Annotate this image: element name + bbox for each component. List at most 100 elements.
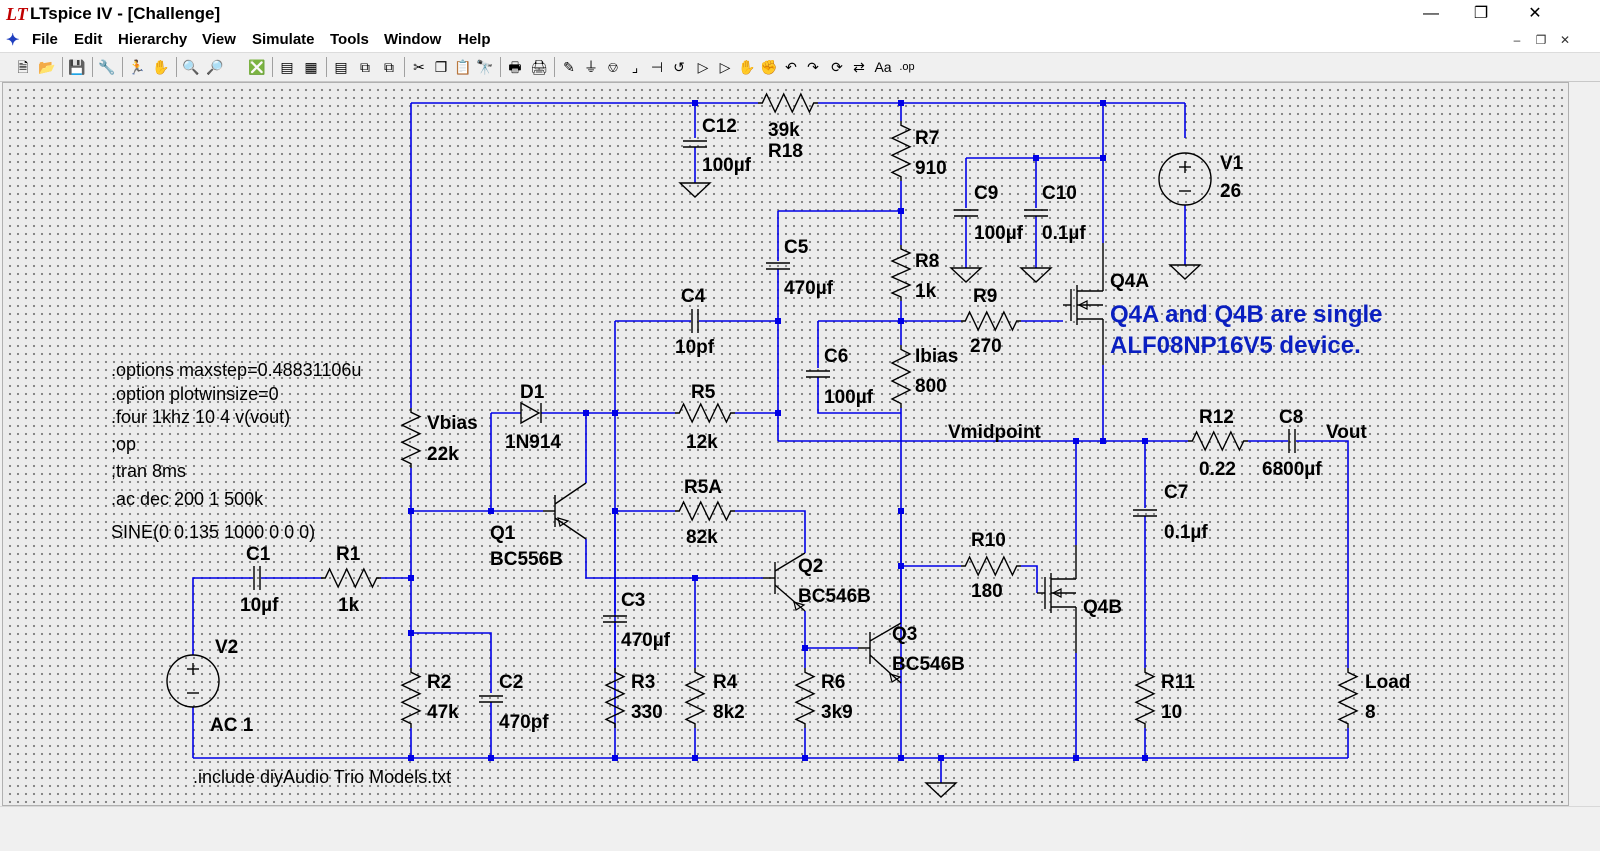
resistor-r18 <box>758 92 818 114</box>
window-title: LTspice IV - [Challenge] <box>30 4 221 23</box>
menu-help[interactable]: Help <box>458 31 491 48</box>
copy-icon[interactable]: ❐ <box>434 59 448 75</box>
print-icon[interactable]: 🖨 <box>530 59 548 75</box>
open-icon[interactable]: 📂 <box>38 59 56 75</box>
undo-icon[interactable]: ↶ <box>785 59 797 75</box>
menu-hierarchy[interactable]: Hierarchy <box>118 31 188 48</box>
menu-edit[interactable]: Edit <box>74 31 103 48</box>
menu-tools[interactable]: Tools <box>330 31 369 48</box>
capacitor-icon[interactable]: ⊣ <box>650 59 664 75</box>
transistor-q3 <box>858 622 902 684</box>
wire-icon[interactable]: ✎ <box>563 59 575 75</box>
toolbar: 🗎 📂 💾 🔧 🏃 ✋ 🔍 🔎 ❎ ▤ ▦ ▤ ⧉ ⧉ ✂ ❐ 📋 🔭 🖶 🖨 … <box>0 53 1600 82</box>
zoom-in-icon[interactable]: 🔍 <box>182 59 200 75</box>
mdi-minimize-button[interactable]: – <box>1513 33 1521 47</box>
spice-directive-icon[interactable]: .op <box>899 61 915 73</box>
mdi-restore-button[interactable]: ❐ <box>1535 33 1547 47</box>
tile-icon[interactable]: ▤ <box>334 59 348 75</box>
q3-value: BC546B <box>892 654 965 675</box>
text-icon[interactable]: Aa <box>874 59 892 75</box>
voltage-source-v2 <box>166 654 220 708</box>
c1-ref: C1 <box>246 544 271 565</box>
note-line-2[interactable]: ALF08NP16V5 device. <box>1110 332 1361 359</box>
menu-simulate[interactable]: Simulate <box>252 31 315 48</box>
component-icon[interactable]: ▷ <box>719 59 731 75</box>
print-setup-icon[interactable]: 🖶 <box>508 59 522 75</box>
run-icon[interactable]: 🏃 <box>128 59 146 75</box>
directive-options-maxstep[interactable]: .options maxstep=0.48831106u <box>111 360 361 380</box>
drag-icon[interactable]: ✊ <box>760 59 778 75</box>
resistor-r4 <box>684 668 706 728</box>
paste-icon[interactable]: 📋 <box>454 59 472 75</box>
minimize-button[interactable]: — <box>1423 5 1439 22</box>
schematic[interactable]: .options maxstep=0.48831106u .option plo… <box>3 83 1568 805</box>
q2-value: BC546B <box>798 586 871 607</box>
vertical-scrollbar[interactable] <box>1569 82 1598 804</box>
new-schematic-icon[interactable]: 🗎 <box>17 59 29 75</box>
save-icon[interactable]: 💾 <box>68 59 86 75</box>
wire <box>1296 440 1349 668</box>
menu-view[interactable]: View <box>202 31 236 48</box>
mosfet-q4a <box>1063 243 1104 365</box>
view-icon[interactable]: ▦ <box>304 59 318 75</box>
document-icon[interactable]: ✦ <box>6 32 20 49</box>
resistor-load <box>1337 668 1359 728</box>
halt-icon[interactable]: ✋ <box>152 59 170 75</box>
menu-window[interactable]: Window <box>384 31 442 48</box>
label-icon[interactable]: ⎊ <box>607 59 619 75</box>
r12-ref: R12 <box>1199 407 1234 428</box>
r11-value: 10 <box>1161 702 1182 723</box>
c12-ref: C12 <box>702 116 737 137</box>
directive-four[interactable]: .four 1khz 10 4 v(vout) <box>111 407 290 427</box>
close-button[interactable]: ✕ <box>1528 5 1542 22</box>
d1-value: 1N914 <box>505 432 561 453</box>
diode-icon[interactable]: ▷ <box>697 59 709 75</box>
resistor-r8 <box>890 245 912 301</box>
r4-ref: R4 <box>713 672 738 693</box>
autorange-icon[interactable]: ▤ <box>280 59 294 75</box>
directive-tran[interactable]: ;tran 8ms <box>111 461 186 481</box>
r5-ref: R5 <box>691 382 716 403</box>
directive-option-plotwinsize[interactable]: .option plotwinsize=0 <box>111 384 279 404</box>
note-line-1[interactable]: Q4A and Q4B are single <box>1110 301 1383 328</box>
ground-icon[interactable]: ⏚ <box>584 59 598 75</box>
c4-value: 10pf <box>675 337 715 358</box>
rotate-icon[interactable]: ⟳ <box>831 59 843 75</box>
v2-sine-value[interactable]: SINE(0 0.135 1000 0 0 0) <box>111 522 315 542</box>
schematic-canvas[interactable]: .options maxstep=0.48831106u .option plo… <box>2 82 1569 806</box>
window-icon[interactable]: ⧉ <box>384 59 394 75</box>
net-label-vout[interactable]: Vout <box>1326 422 1367 443</box>
zoom-out-icon[interactable]: 🔎 <box>206 59 224 75</box>
directive-ac[interactable]: .ac dec 200 1 500k <box>111 489 264 509</box>
inductor-icon[interactable]: ↺ <box>673 59 685 75</box>
mdi-close-button[interactable]: ✕ <box>1559 33 1571 47</box>
redo-icon[interactable]: ↷ <box>807 59 819 75</box>
directive-op[interactable]: ;op <box>111 434 136 454</box>
directive-include[interactable]: .include diyAudio Trio Models.txt <box>193 767 451 787</box>
q2-ref: Q2 <box>798 556 823 577</box>
ground-v1 <box>1168 264 1202 280</box>
net-label-vmidpoint[interactable]: Vmidpoint <box>948 422 1042 443</box>
find-icon[interactable]: 🔭 <box>476 59 494 75</box>
v1-value: 26 <box>1220 181 1241 202</box>
junction-dot <box>775 410 781 416</box>
junction-dot <box>612 410 618 416</box>
r8-value: 1k <box>915 281 937 302</box>
maximize-button[interactable]: ❐ <box>1473 5 1489 22</box>
junction-dot <box>898 755 904 761</box>
r7-ref: R7 <box>915 128 939 149</box>
menu-file[interactable]: File <box>32 31 58 48</box>
v2-ref: V2 <box>215 637 238 658</box>
zoom-cancel-icon[interactable]: ❎ <box>248 59 266 75</box>
cut-icon[interactable]: ✂ <box>413 59 425 75</box>
junction-dot <box>1100 438 1106 444</box>
c5-ref: C5 <box>784 237 809 258</box>
cascade-icon[interactable]: ⧉ <box>360 59 370 75</box>
resistor-r9 <box>961 310 1021 332</box>
resistor-icon[interactable]: ⌟ <box>631 59 639 75</box>
junction-dot <box>1100 100 1106 106</box>
control-panel-icon[interactable]: 🔧 <box>98 59 116 75</box>
net-label-vbias[interactable]: Vbias <box>427 413 478 434</box>
move-icon[interactable]: ✋ <box>738 59 756 75</box>
mirror-icon[interactable]: ⇄ <box>853 59 865 75</box>
